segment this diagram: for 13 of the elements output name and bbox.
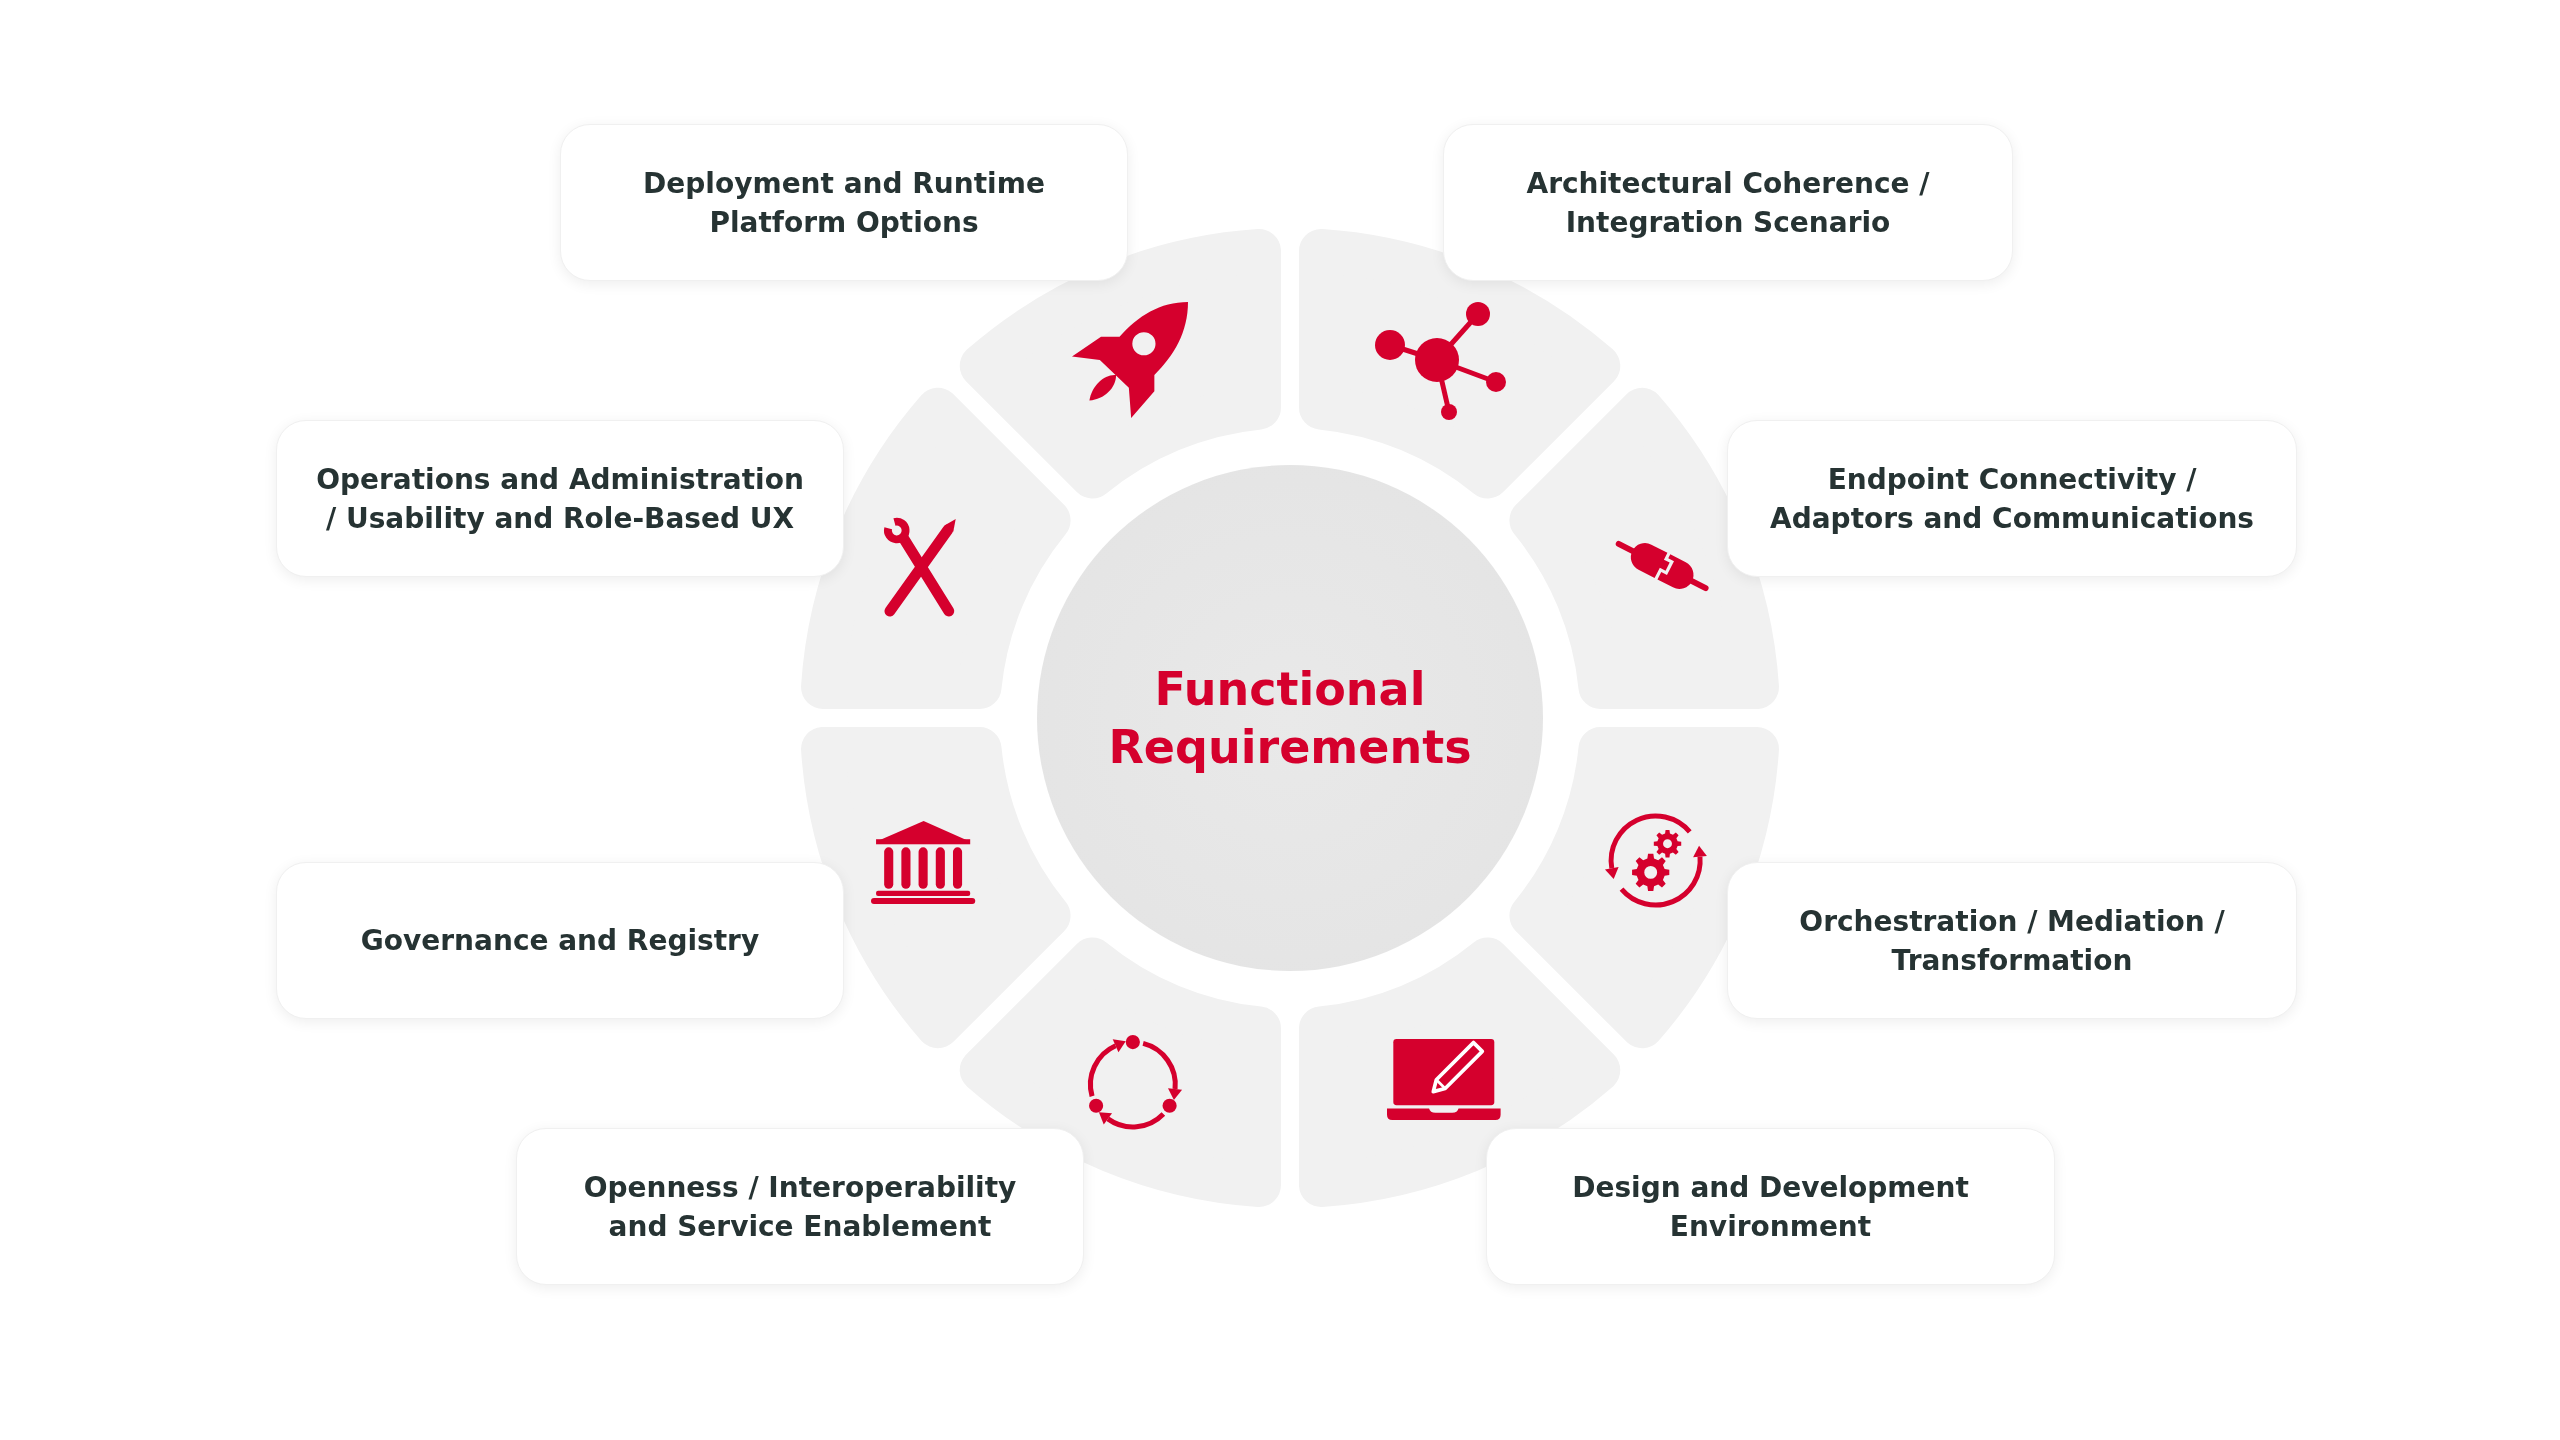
category-label: Operations and Administration / Usability and Role-Based UX [315,461,805,537]
category-label: Governance and Registry [360,923,760,959]
category-label: Openness / Interoperability and Service Enablement [582,1169,1018,1245]
category-label: Endpoint Connectivity / Adaptors and Communications [1769,461,2255,537]
category-label: Orchestration / Mediation / Transformation [1798,903,2226,979]
category-card [276,420,844,577]
category-label: Design and Development Environment [1571,1169,1970,1245]
category-label: Deployment and Runtime Platform Options [642,165,1046,241]
category-label: Architectural Coherence / Integration Scenario [1525,165,1931,241]
category-card [1727,420,2297,577]
category-card [1443,124,2013,281]
hub-title: Functional Requirements [1107,661,1473,776]
category-card [560,124,1128,281]
